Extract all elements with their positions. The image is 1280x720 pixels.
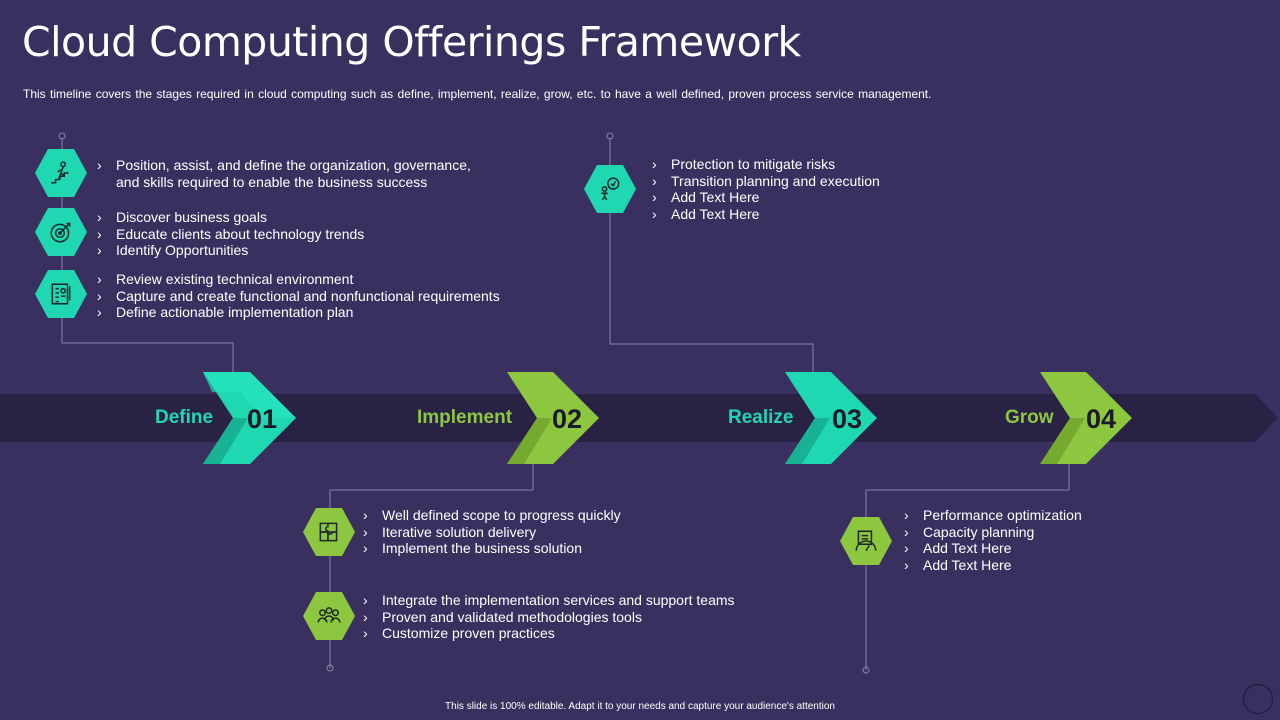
grow-connector <box>865 464 1070 670</box>
realize-list-1: Protection to mitigate risks Transition … <box>652 156 952 223</box>
define-connector-dot <box>58 132 66 140</box>
performance-report-icon <box>855 530 877 552</box>
grow-hex-1 <box>840 517 892 565</box>
list-item: Implement the business solution <box>363 540 693 557</box>
climbing-stairs-icon <box>51 161 69 184</box>
page-subtitle: This timeline covers the stages required… <box>23 87 932 101</box>
implement-list-2: Integrate the implementation services an… <box>363 592 783 642</box>
define-list-3: Review existing technical environment Ca… <box>97 271 537 321</box>
idea-person-icon <box>601 177 620 201</box>
stage-label-implement: Implement <box>417 407 513 428</box>
list-item: Well defined scope to progress quickly <box>363 507 693 524</box>
list-item: Protection to mitigate risks <box>652 156 952 173</box>
define-list-1: Position, assist, and define the organiz… <box>97 157 487 190</box>
list-item: Identify Opportunities <box>97 242 497 259</box>
grow-connector-dot <box>862 666 870 674</box>
list-item: Review existing technical environment <box>97 271 537 288</box>
list-item: Capture and create functional and nonfun… <box>97 288 537 305</box>
realize-connector <box>609 138 814 372</box>
list-item: Customize proven practices <box>363 625 783 642</box>
document-checklist-icon <box>51 283 71 305</box>
define-chevron <box>203 372 296 464</box>
stage-number-03: 03 <box>832 404 863 434</box>
list-item: Educate clients about technology trends <box>97 226 497 243</box>
list-item: Discover business goals <box>97 209 497 226</box>
list-item: Position, assist, and define the organiz… <box>97 157 487 190</box>
footer-note: This slide is 100% editable. Adapt it to… <box>445 701 835 712</box>
team-icon <box>317 607 341 623</box>
realize-chevron <box>785 372 877 464</box>
puzzle-icon <box>319 522 338 542</box>
list-item: Add Text Here <box>904 540 1204 557</box>
list-item: Add Text Here <box>652 206 952 223</box>
list-item: Capacity planning <box>904 524 1204 541</box>
define-list-2: Discover business goals Educate clients … <box>97 209 497 259</box>
target-dart-icon <box>50 222 71 243</box>
page-title: Cloud Computing Offerings Framework <box>22 18 801 66</box>
corner-circle <box>1243 684 1273 714</box>
stage-number-04: 04 <box>1086 404 1117 434</box>
realize-connector-dot <box>606 132 614 140</box>
list-item: Add Text Here <box>904 557 1204 574</box>
implement-connector <box>329 464 534 668</box>
list-item: Transition planning and execution <box>652 173 952 190</box>
stage-label-grow: Grow <box>1005 407 1054 428</box>
list-item: Integrate the implementation services an… <box>363 592 783 609</box>
implement-chevron <box>507 372 599 464</box>
stage-label-realize: Realize <box>728 407 794 428</box>
grow-list-1: Performance optimization Capacity planni… <box>904 507 1204 574</box>
implement-list-1: Well defined scope to progress quickly I… <box>363 507 693 557</box>
implement-connector-dot <box>326 664 334 672</box>
grow-chevron <box>1040 372 1132 464</box>
list-item: Proven and validated methodologies tools <box>363 609 783 626</box>
list-item: Iterative solution delivery <box>363 524 693 541</box>
list-item: Performance optimization <box>904 507 1204 524</box>
list-item: Add Text Here <box>652 189 952 206</box>
timeline-band <box>0 394 1278 442</box>
realize-hex-1 <box>584 165 636 213</box>
list-item: Define actionable implementation plan <box>97 304 537 321</box>
stage-label-define: Define <box>155 407 214 428</box>
stage-number-02: 02 <box>552 404 583 434</box>
stage-number-01: 01 <box>247 404 278 434</box>
